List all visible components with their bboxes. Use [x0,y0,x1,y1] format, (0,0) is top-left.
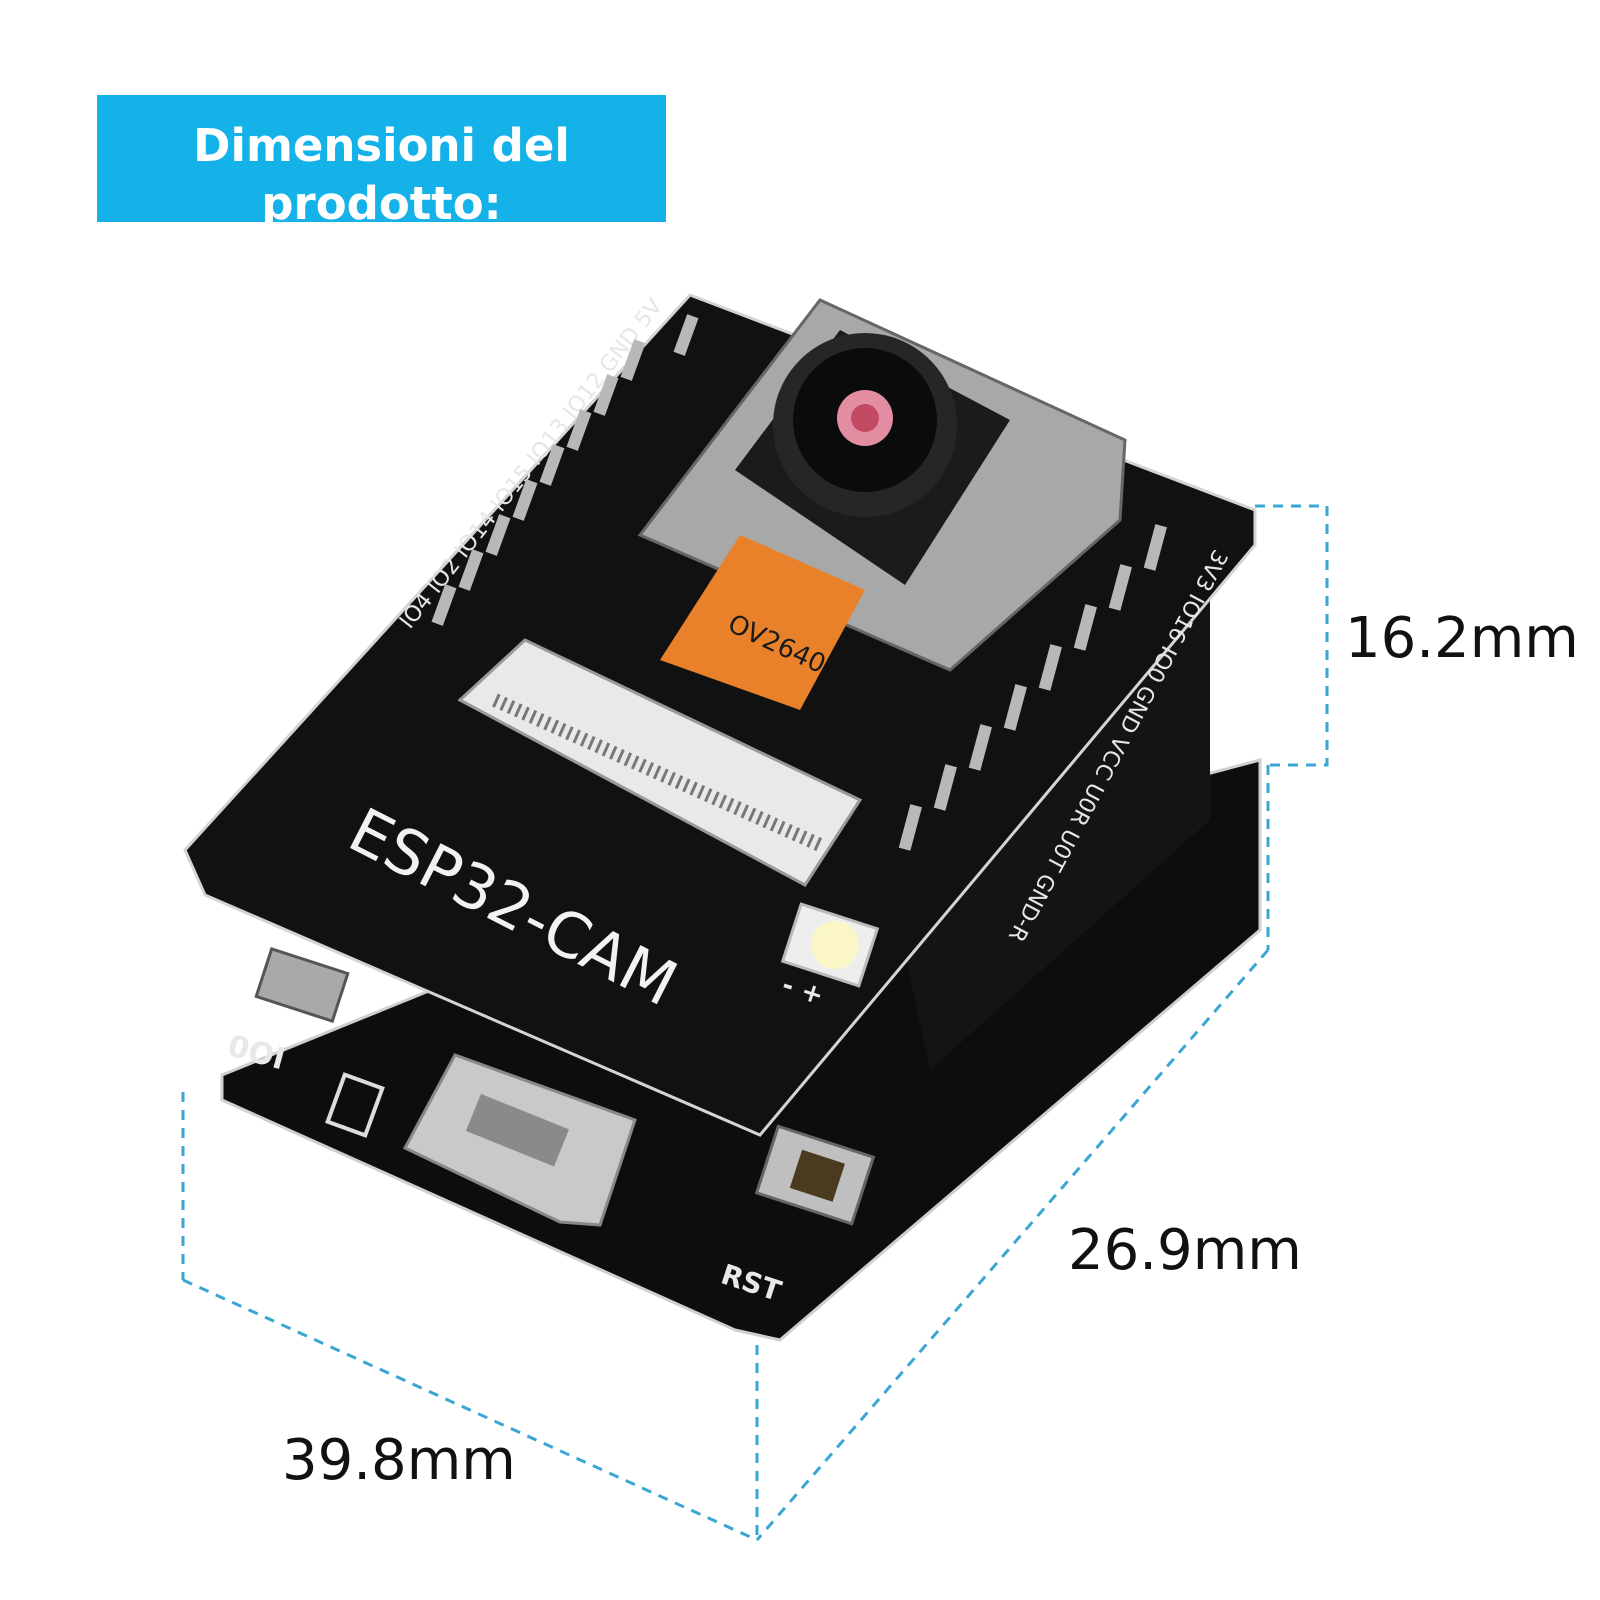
header-block [900,600,1210,1070]
height-guide [1255,504,1329,767]
header-pins-right [898,524,1167,851]
dimension-guides [181,504,1329,1542]
width-dimension-label: 39.8mm [282,1428,516,1493]
width-guide [182,1278,758,1542]
depth-guide [755,949,1270,1541]
io0-button [254,946,350,1024]
io0-label: IO0 [225,1026,290,1075]
fpc-connector [457,638,863,887]
header-pins-left [431,314,699,626]
banner-title: Dimensioni del prodotto: [193,119,570,222]
height-dimension-label: 16.2mm [1345,606,1579,671]
camera-ribbon [660,535,865,710]
depth-dimension-label: 26.9mm [1068,1218,1302,1283]
title-banner: Dimensioni del prodotto: [97,95,666,222]
